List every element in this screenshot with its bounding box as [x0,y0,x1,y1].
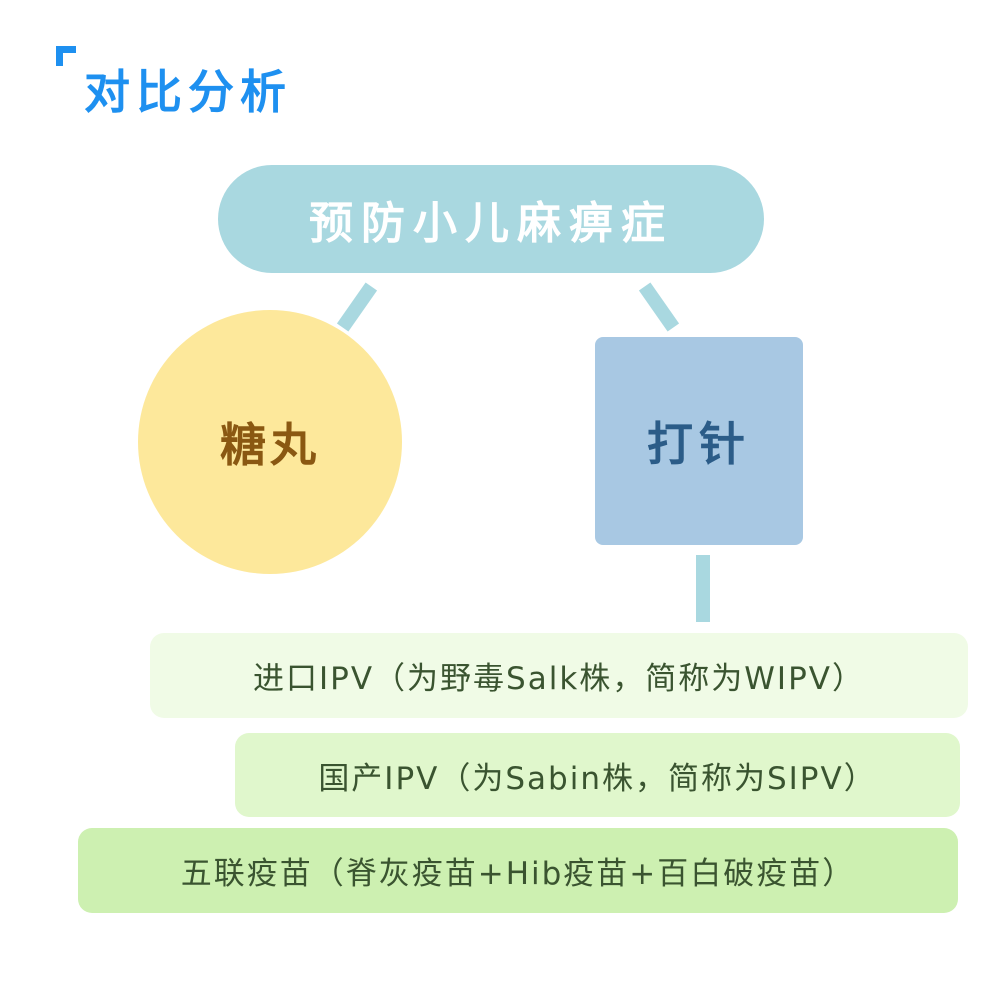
connector-left [336,282,378,332]
oral-vaccine-node: 糖丸 [138,310,402,574]
item-text: 进口IPV（为野毒Salk株，简称为WIPV） [253,661,865,697]
item-text: 国产IPV（为Sabin株，简称为SIPV） [318,760,877,797]
item-sipv: 国产IPV（为Sabin株，简称为SIPV） [235,733,960,817]
connector-down [696,555,710,622]
page-title: 对比分析 [84,65,292,119]
item-text: 五联疫苗（脊灰疫苗+Hib疫苗+百白破疫苗） [180,856,856,892]
item-wipv: 进口IPV（为野毒Salk株，简称为WIPV） [150,633,968,718]
injection-node: 打针 [595,337,803,545]
corner-bracket-icon [56,46,78,68]
item-pentavalent: 五联疫苗（脊灰疫苗+Hib疫苗+百白破疫苗） [78,828,958,913]
connector-right [638,282,680,332]
root-node: 预防小儿麻痹症 [218,165,764,273]
